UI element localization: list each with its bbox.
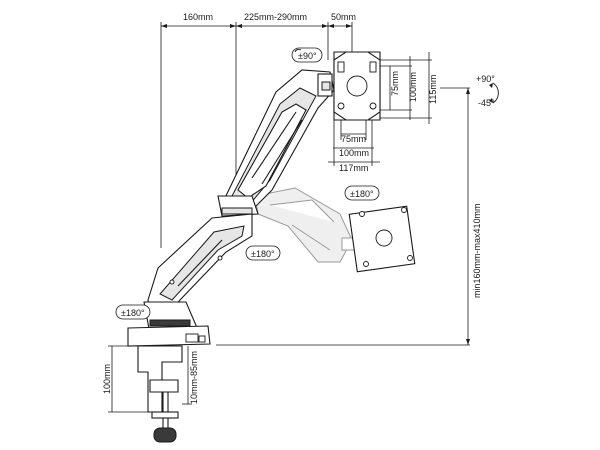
ghost-arm-position [254,187,355,263]
clamp-dimension-lines [108,345,192,413]
dim-50mm: 50mm [331,12,356,22]
rotation-badge-base [115,304,151,320]
rot-elbow-label: ±180° [251,249,275,259]
dim-vesa-75mm-h: 75mm [341,134,366,144]
rot-tilt-down: -45° [478,98,495,108]
dim-160mm: 160mm [183,12,213,22]
vesa-dimension-lines [328,52,432,166]
desk-clamp [137,345,183,443]
tilt-arc-icon [489,82,499,104]
height-dimension-lines [216,87,470,346]
dim-vesa-117mm: 117mm [339,163,368,173]
desk-base [127,301,211,347]
dim-vesa-75mm-v: 75mm [390,71,400,96]
rotation-badge-plate [291,47,323,63]
dim-height-range: min160mm-max410mm [472,203,482,298]
rotation-badge-ghost [344,185,380,201]
rot-plate-label: ±90° [298,51,317,61]
rot-tilt-up: +90° [476,74,495,84]
dim-vesa-100mm-v: 100mm [408,72,418,102]
dim-clamp-range: 10mm-85mm [189,351,199,404]
dim-clamp-height: 100mm [102,364,112,394]
top-dimension-lines [160,22,353,248]
dim-vesa-100mm-h: 100mm [339,148,369,158]
monitor-arm-body [147,69,335,313]
ghost-vesa-plate [348,205,416,273]
rotation-badge-elbow [245,245,281,261]
dim-reach: 225mm-290mm [244,12,307,22]
dim-vesa-115mm: 115mm [428,75,438,104]
rot-ghost-label: ±180° [350,189,374,199]
rot-base-label: ±180° [121,308,145,318]
vesa-plate [333,51,381,121]
